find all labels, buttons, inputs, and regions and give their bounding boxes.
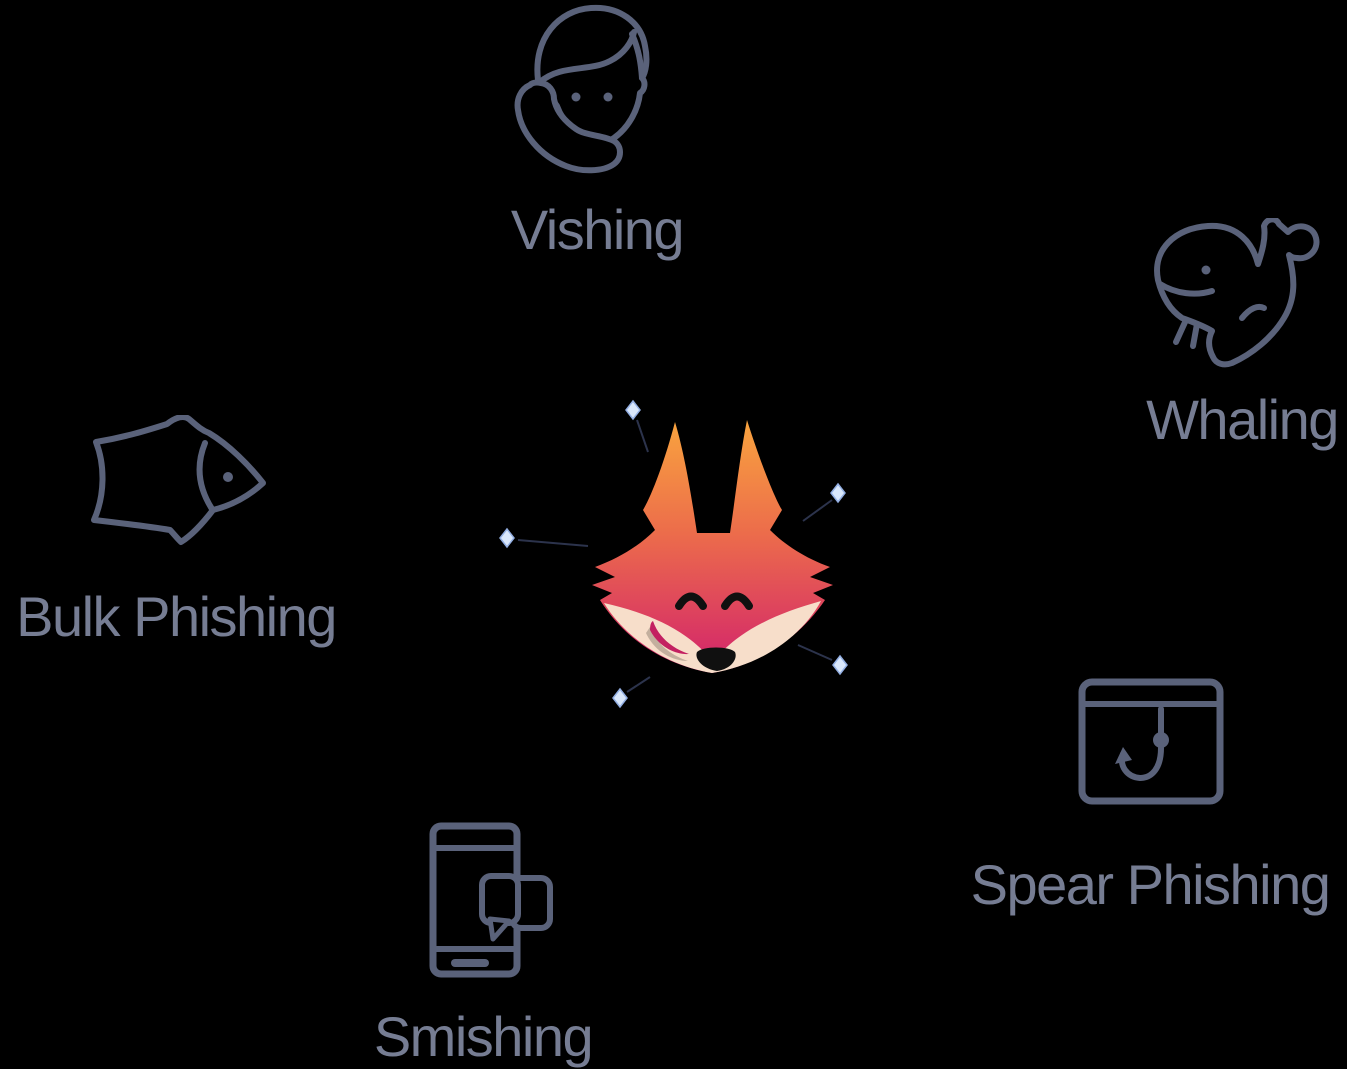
whale-icon <box>1154 218 1320 368</box>
spear-phishing-label: Spear Phishing <box>970 853 1331 916</box>
bulk-phishing-label: Bulk Phishing <box>16 585 337 648</box>
person-on-phone-icon <box>514 4 650 174</box>
vishing-label: Vishing <box>510 198 685 261</box>
browser-hook-icon <box>1078 678 1224 805</box>
fox-nose <box>696 647 736 671</box>
smishing-label: Smishing <box>373 1005 594 1068</box>
fox-mascot <box>499 399 848 709</box>
smartphone-message-icon <box>429 822 553 978</box>
whaling-label: Whaling <box>1146 388 1339 451</box>
fox-eye-left <box>675 592 707 610</box>
sparkle-whiskers <box>517 419 833 693</box>
fish-icon <box>91 415 266 545</box>
fox-head <box>592 420 833 673</box>
fox-cheek-accent <box>650 621 689 655</box>
fox-eye-right <box>721 592 753 610</box>
sparkle-icons <box>499 399 848 709</box>
